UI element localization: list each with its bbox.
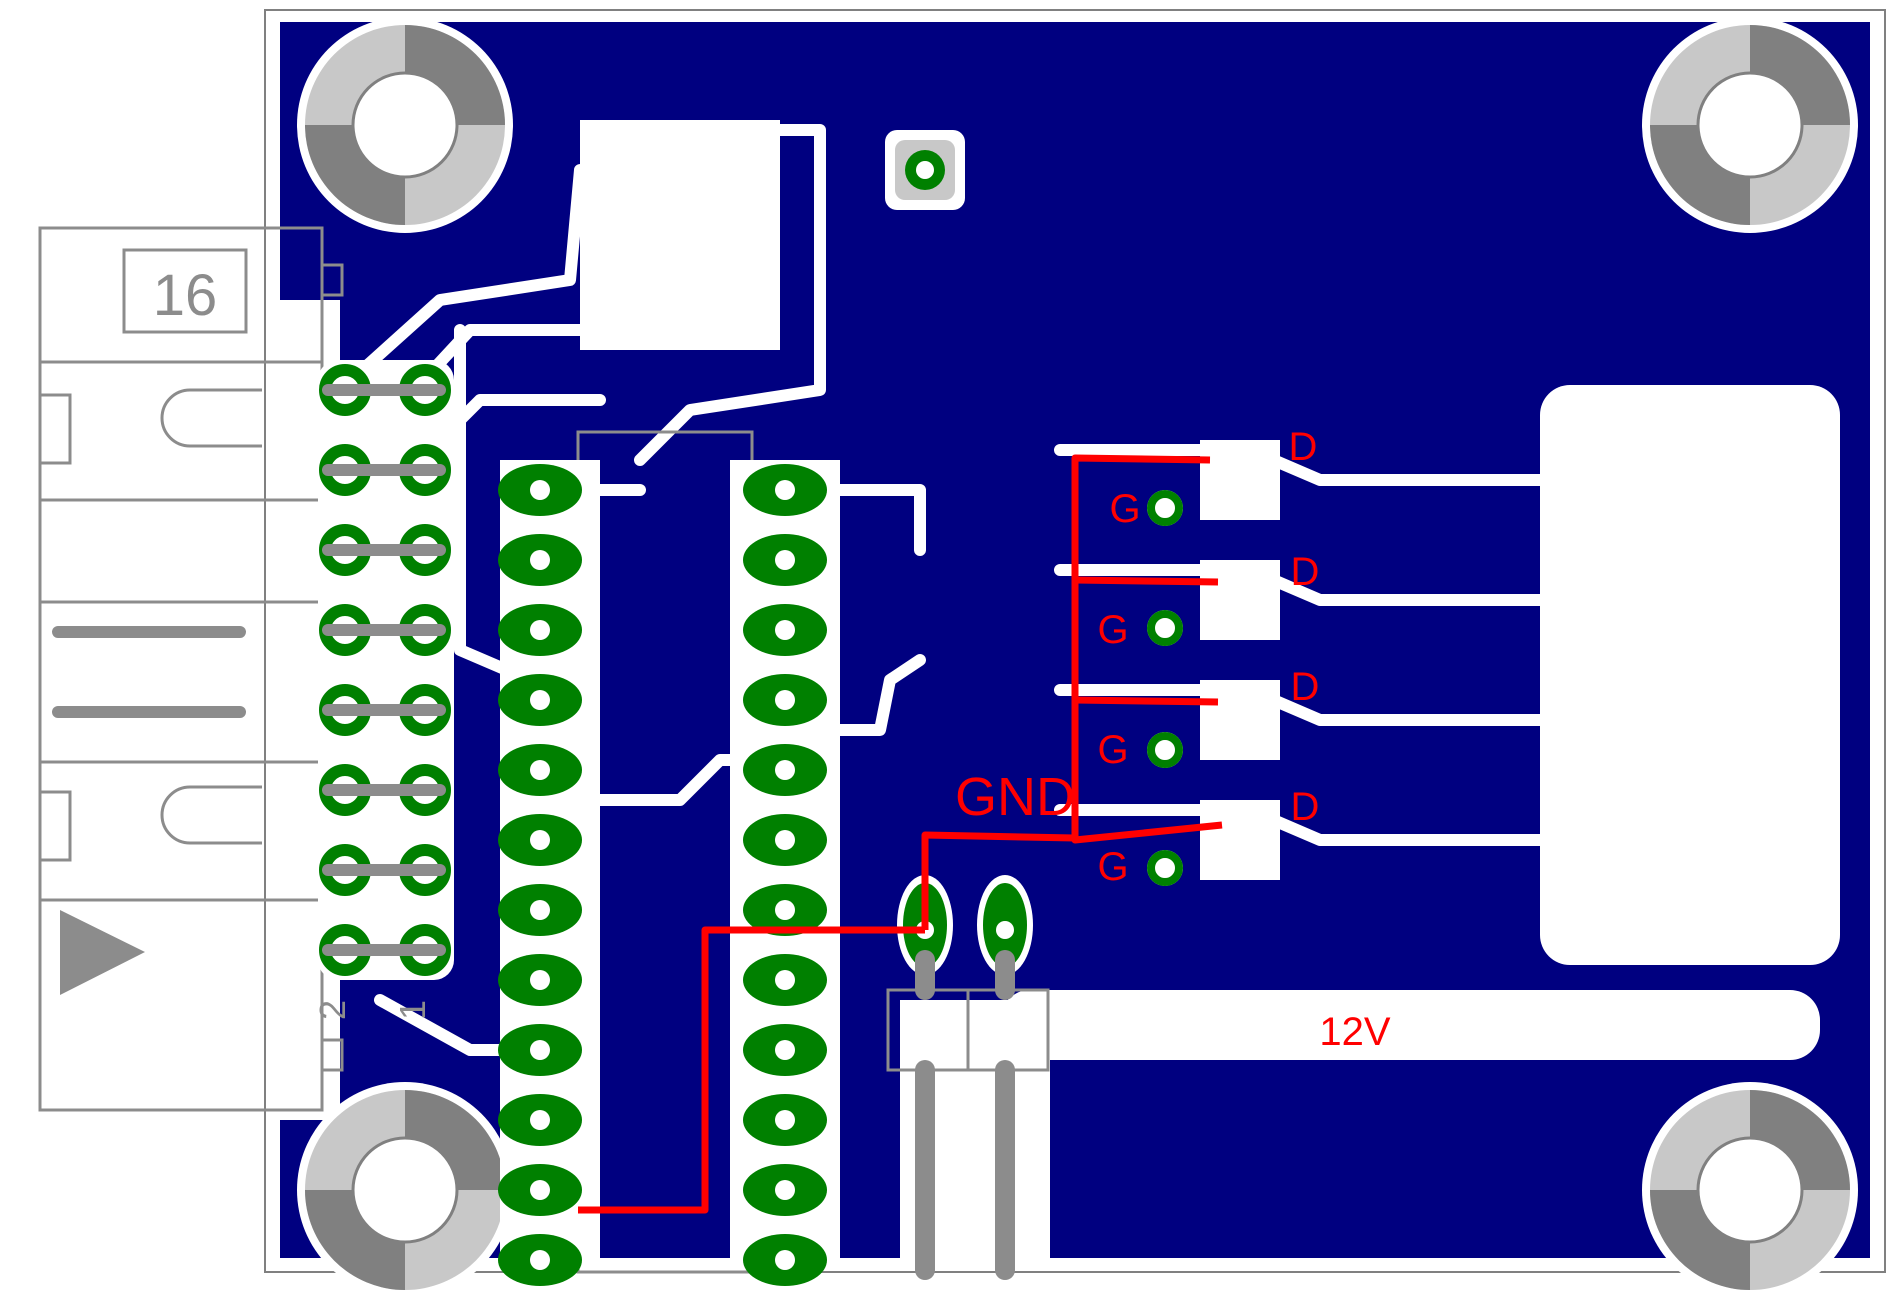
ic-socket [498, 430, 840, 1286]
wires [578, 454, 1223, 1214]
ic-pad-left-2 [498, 534, 582, 586]
ic-pad-right-8 [743, 954, 827, 1006]
connector-pin1-label: 1 [392, 1000, 433, 1020]
ic-pad-left-7 [498, 884, 582, 936]
ic-pad-right-5 [743, 744, 827, 796]
gate-label-2: G [1097, 608, 1128, 652]
ic-pad-left-5 [498, 744, 582, 796]
connector-pin2-label: 2 [312, 1000, 353, 1020]
header-pins [318, 360, 454, 980]
gnd-label: GND [955, 767, 1075, 827]
ic-pad-right-10 [743, 1094, 827, 1146]
ic-pad-right-7 [743, 884, 827, 936]
drain-label-4: D [1291, 785, 1320, 829]
ic-pad-left-1 [498, 464, 582, 516]
ic-pad-right-2 [743, 534, 827, 586]
ic-pad-left-6 [498, 814, 582, 866]
mounting-hole-bottom-right [1642, 1082, 1858, 1298]
drain-label-3: D [1291, 665, 1320, 709]
ic-pad-right-6 [743, 814, 827, 866]
connector-key-bars [52, 626, 246, 718]
power-label: 12V [1319, 1010, 1390, 1054]
via-top [885, 130, 965, 210]
mounting-hole-bottom-left [297, 1082, 513, 1298]
drain-label-2: D [1291, 550, 1320, 594]
ic-pad-right-9 [743, 1024, 827, 1076]
mounting-holes [297, 17, 1858, 1298]
pin1-arrow [60, 910, 145, 995]
ic-pad-left-12 [498, 1234, 582, 1286]
ic-pad-right-4 [743, 674, 827, 726]
power-header [886, 875, 1050, 1280]
annotations: D G D G D G D G GND 12V [955, 425, 1391, 1054]
ic-pad-right-12 [743, 1234, 827, 1286]
mounting-hole-top-left [297, 17, 513, 233]
drain-label-1: D [1289, 425, 1318, 469]
gate-label-3: G [1097, 728, 1128, 772]
ic-pad-right-1 [743, 464, 827, 516]
connector-count-label: 16 [153, 263, 218, 328]
gate-pads [1147, 490, 1183, 886]
ic-pad-left-3 [498, 604, 582, 656]
gate-label-1: G [1109, 487, 1140, 531]
ic-pad-right-11 [743, 1164, 827, 1216]
gate-label-4: G [1097, 845, 1128, 889]
ic-pad-left-8 [498, 954, 582, 1006]
ic-pad-left-10 [498, 1094, 582, 1146]
ic-pad-left-9 [498, 1024, 582, 1076]
ic-pad-left-4 [498, 674, 582, 726]
mounting-hole-top-right [1642, 17, 1858, 233]
ic-pad-left-11 [498, 1164, 582, 1216]
ic-pad-right-3 [743, 604, 827, 656]
mosfet-footprints [580, 120, 1780, 945]
